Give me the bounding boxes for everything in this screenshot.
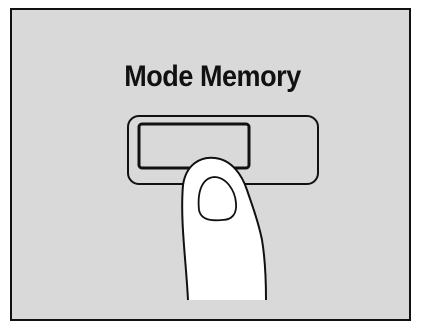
mode-memory-button[interactable] — [139, 124, 249, 168]
